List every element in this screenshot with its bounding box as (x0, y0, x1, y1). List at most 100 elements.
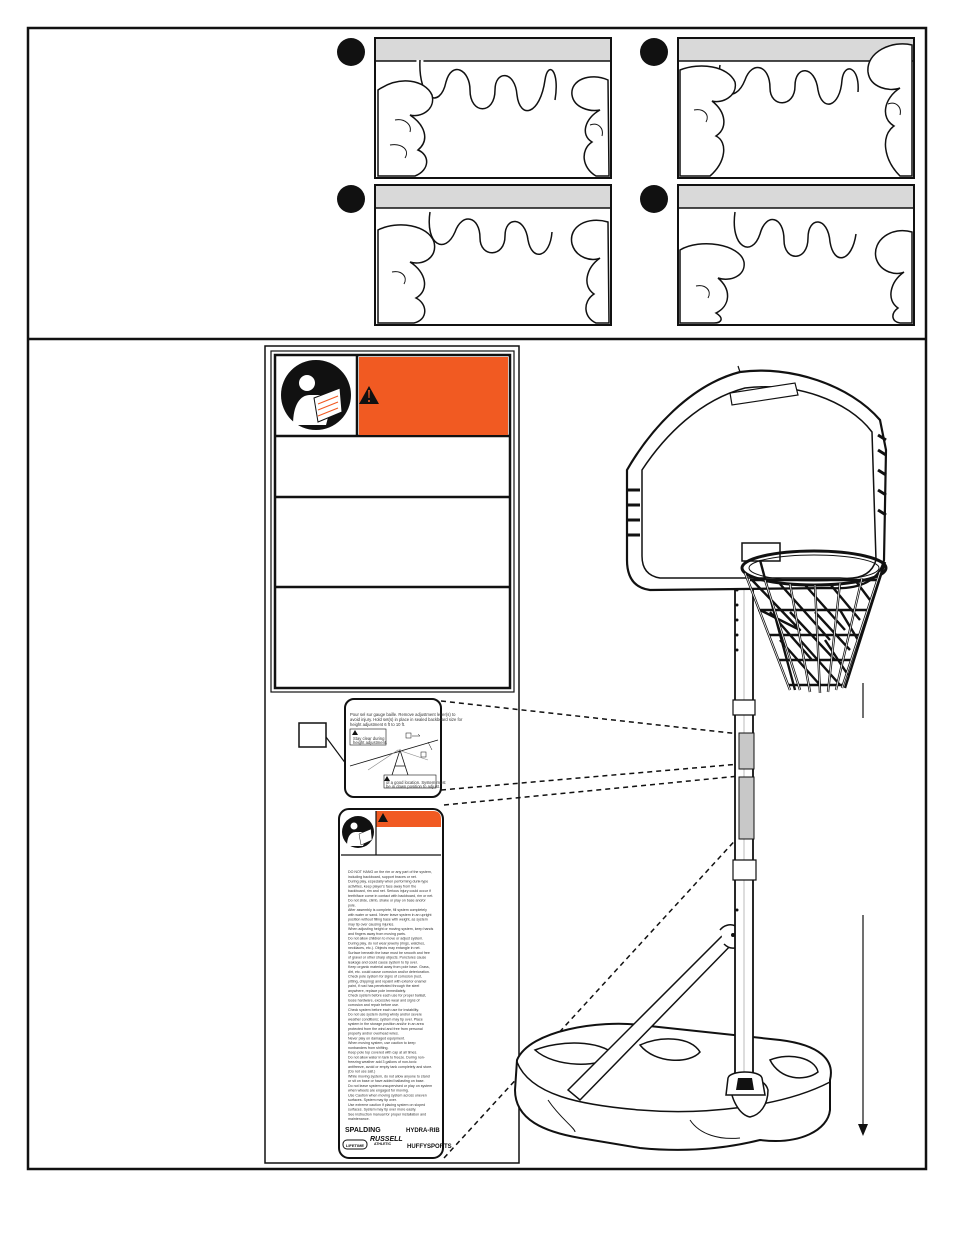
safety-bullet-line: Never play on damaged equipment. (348, 1036, 405, 1040)
safety-bullet-line: system in the storage position and/or in… (348, 1022, 424, 1026)
safety-bullet-line: Do not use system during windy and/or se… (348, 1013, 422, 1017)
hand-left-icon (679, 65, 737, 177)
step-2-panel (640, 37, 915, 179)
safety-bullet-line: Use extreme caution if placing system on… (348, 1103, 425, 1107)
small-label-line-2: avoid injury. Hold set(s) in place in se… (350, 717, 463, 722)
rim-and-net (740, 542, 888, 694)
safety-bullet-line: or sit on base or have added ballasting … (348, 1079, 425, 1083)
brand-hydra-rib: HYDRA-RIB (406, 1128, 440, 1134)
safety-bullet-line: Do not slide, climb, shake or play on ba… (348, 899, 427, 903)
hand-left-icon (377, 80, 434, 177)
safety-warning-label: DO NOT HANG on the rim or any part of th… (338, 808, 452, 1159)
safety-bullet-line: weather conditions; system may tip over.… (348, 1017, 423, 1021)
safety-bullet-line: When adjusting height or moving system, … (348, 927, 434, 931)
brand-lifetime: LIFETIME (346, 1143, 365, 1148)
label-warning-triangle-icon (378, 813, 388, 822)
pole (725, 559, 766, 1096)
small-label-line-1: Pour sel sur gauge baille. Remove adjust… (350, 712, 456, 717)
safety-bullet-line: After assembly is complete, fill system … (348, 908, 427, 912)
safety-bullet-line: anywhere, replace pole immediately. (348, 989, 406, 993)
hand-right-icon (867, 43, 913, 177)
small-label-line-3: height adjustment 6 ft to 10 ft. (350, 722, 405, 727)
safety-bullet-line: paint, if rust has penetrated through th… (348, 984, 420, 988)
safety-bullet-line: nonbanders from shifting. (348, 1046, 389, 1050)
water-base (513, 1022, 832, 1151)
height-adjust-label: Pour sel sur gauge baille. Remove adjust… (298, 698, 463, 798)
safety-bullet-line: position without filling base with weigh… (348, 918, 428, 922)
safety-bullet-line: maintenance. (348, 1117, 370, 1121)
safety-bullet-line: backboard, rim and net. Serious injury c… (348, 889, 431, 893)
safety-bullet-line: leakage and could cause system to tip ov… (348, 960, 418, 964)
safety-bullet-line: dirt, etc. could cause corrosion and/or … (348, 970, 430, 974)
safety-bullet-line: (Do not use salt.) (348, 1070, 375, 1074)
safety-bullet-line: when wheels are engaged for moving. (348, 1089, 409, 1093)
safety-bullet-line: Keep organic material away from pole bas… (348, 965, 430, 969)
small-label-caption-2: height adjustment. (353, 740, 387, 745)
safety-bullet-line: Do not allow water in tank to freeze. Du… (348, 1055, 426, 1059)
safety-bullet-line: including backboard, support braces or n… (348, 875, 417, 879)
safety-bullet-line: corrosion and repair before use. (348, 1003, 399, 1007)
safety-bullet-line: loose hardware, excessive wear and signs… (348, 998, 420, 1002)
safety-bullet-line: freezing weather add 3 gallons of non-to… (348, 1060, 417, 1064)
step-3-marker (337, 185, 365, 213)
safety-bullet-line: pitting, chipping) and repaint with exte… (348, 979, 427, 983)
small-warning-triangle-icon (352, 730, 358, 735)
hand-right-icon (570, 219, 610, 324)
hand-left-icon (377, 224, 436, 324)
small-label-bottom-1: of a good location. System must (386, 780, 446, 785)
height-arrow (858, 683, 868, 1136)
safety-bullet-line: Do not allow children to move or adjust … (348, 937, 423, 941)
step-4-marker (640, 185, 668, 213)
safety-bullet-line: with water or sand. Never leave system i… (348, 913, 432, 917)
leader-lines (440, 700, 742, 1159)
hand-left-icon (679, 243, 745, 324)
safety-bullet-line: During play, do not wear jewelry (rings,… (348, 941, 425, 945)
step-2-marker (640, 38, 668, 66)
safety-bullet-line: When moving system, use caution to keep (348, 1041, 416, 1045)
safety-bullet-line: surfaces. System may tip over. (348, 1098, 397, 1102)
warning-orange-header (359, 357, 508, 435)
hand-right-icon (874, 229, 913, 324)
backboard (625, 365, 888, 592)
safety-bullet-line: See instruction manual for proper instal… (348, 1112, 426, 1116)
safety-bullet-line: antifreeze, avoid or empty tank complete… (348, 1065, 432, 1069)
safety-bullet-line: During play, especially when performing … (348, 880, 428, 884)
safety-bullet-line: While moving system, do not allow anyone… (348, 1074, 430, 1078)
safety-bullet-list: DO NOT HANG on the rim or any part of th… (348, 870, 434, 1121)
rim (740, 549, 888, 587)
safety-bullet-line: DO NOT HANG on the rim or any part of th… (348, 870, 432, 874)
safety-bullet-line: necklaces, etc.). Objects may entangle i… (348, 946, 421, 950)
safety-bullet-line: teeth/face come in contact with backboar… (348, 894, 433, 898)
safety-bullet-line: activities, keep player's face away from… (348, 884, 416, 888)
safety-bullet-line: of gravel or other sharp objects. Punctu… (348, 956, 426, 960)
safety-bullet-line: may tip over causing injuries. (348, 922, 394, 926)
safety-bullet-line: Surface beneath the base must be smooth … (348, 951, 430, 955)
step-1-panel (337, 37, 612, 179)
safety-bullet-line: Check pole system for signs of corrosion… (348, 975, 422, 979)
brand-huffy: HUFFYSPORTS (407, 1144, 452, 1150)
outer-border (26, 26, 928, 1171)
brand-russell: RUSSELL (370, 1136, 403, 1143)
safety-bullet-line: property and/or overhead wires. (348, 1032, 399, 1036)
label-location-upper (738, 732, 755, 770)
step-3-panel (337, 184, 612, 326)
safety-bullet-line: Use Caution when moving system across un… (348, 1093, 427, 1097)
main-warning-label (270, 350, 515, 693)
safety-bullet-line: Do not leave system unsupervised or play… (348, 1084, 432, 1088)
safety-bullet-line: Keep pole top covered with cap at all ti… (348, 1051, 417, 1055)
brand-russell-sub: ATHLETIC (374, 1142, 392, 1146)
brand-spalding: SPALDING (345, 1127, 381, 1134)
step-1-marker (337, 38, 365, 66)
small-label-bottom-2: be in down position to adjust. (386, 784, 440, 789)
step-4-panel (640, 184, 915, 326)
safety-bullet-line: pole. (348, 903, 356, 907)
label-location-lower (738, 776, 755, 840)
safety-bullet-line: Check system before each use for proper … (348, 994, 426, 998)
small-label-caption-1: Stay clear during (353, 736, 385, 741)
safety-bullet-line: Check system before each use for instabi… (348, 1008, 419, 1012)
safety-bullet-line: surfaces. System may tip over more easil… (348, 1108, 416, 1112)
safety-bullet-line: and fingers away from moving parts. (348, 932, 406, 936)
basketball-system (513, 365, 888, 1151)
hand-right-icon (571, 76, 610, 177)
